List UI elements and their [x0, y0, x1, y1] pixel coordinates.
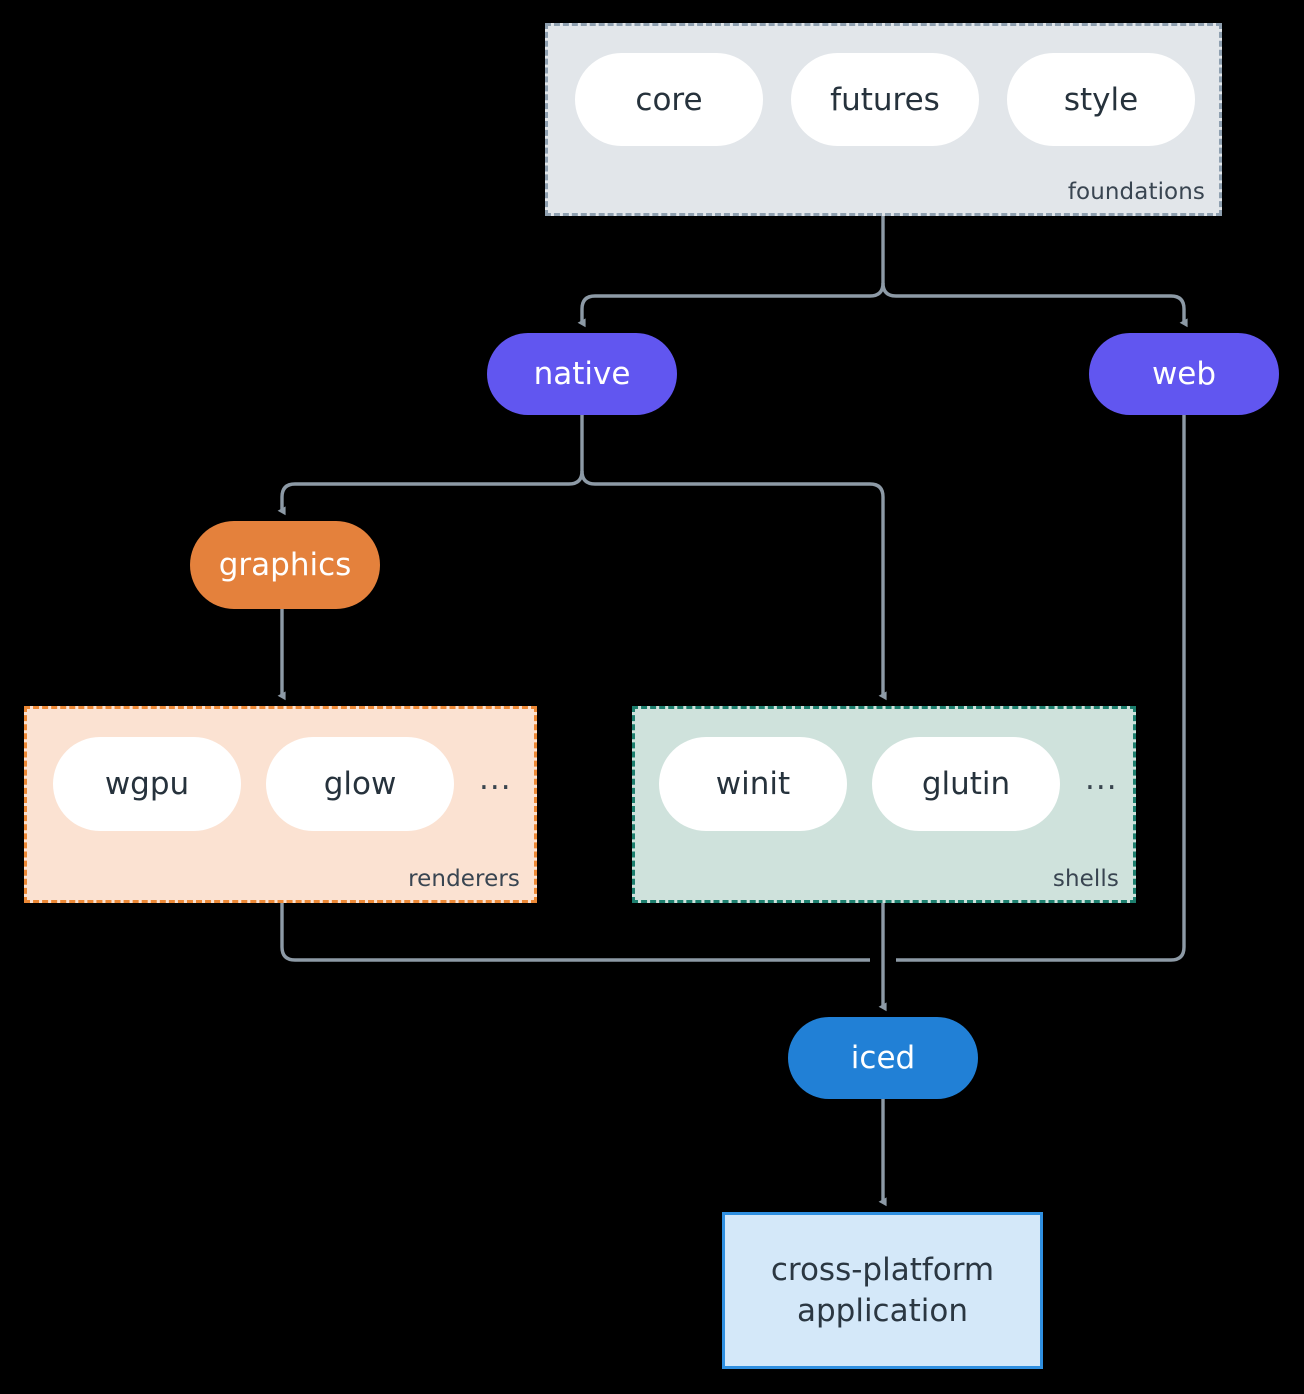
app-label-line1: cross-platform	[770, 1251, 995, 1288]
edge-renderers-to-iced	[280, 903, 870, 962]
shells-items: winit glutin ...	[659, 737, 1118, 831]
renderers-ellipsis: ...	[479, 760, 512, 797]
edge-foundations-to-native	[577, 282, 885, 328]
node-web[interactable]: web	[1089, 333, 1279, 415]
node-cross-platform-application[interactable]: cross-platform application	[722, 1212, 1043, 1369]
pill-core[interactable]: core	[575, 53, 763, 146]
pill-futures[interactable]: futures	[791, 53, 979, 146]
group-foundations: core futures style foundations	[545, 23, 1222, 216]
edge-native-to-shells	[580, 470, 887, 701]
node-iced[interactable]: iced	[788, 1017, 978, 1099]
foundations-items: core futures style	[575, 53, 1195, 146]
group-label-foundations: foundations	[1067, 179, 1205, 205]
pill-glutin[interactable]: glutin	[872, 737, 1060, 831]
pill-winit[interactable]: winit	[659, 737, 847, 831]
shells-ellipsis: ...	[1085, 760, 1118, 797]
group-label-shells: shells	[1052, 866, 1119, 892]
edge-native-to-graphics	[277, 470, 584, 516]
edge-foundations-to-web	[881, 282, 1188, 328]
app-label-line2: application	[796, 1292, 968, 1329]
node-native[interactable]: native	[487, 333, 677, 415]
group-renderers: wgpu glow ... renderers	[24, 706, 537, 903]
pill-wgpu[interactable]: wgpu	[53, 737, 241, 831]
pill-style[interactable]: style	[1007, 53, 1195, 146]
group-shells: winit glutin ... shells	[632, 706, 1136, 903]
renderers-items: wgpu glow ...	[53, 737, 512, 831]
pill-glow[interactable]: glow	[266, 737, 454, 831]
group-label-renderers: renderers	[408, 866, 520, 892]
node-graphics[interactable]: graphics	[190, 521, 380, 609]
